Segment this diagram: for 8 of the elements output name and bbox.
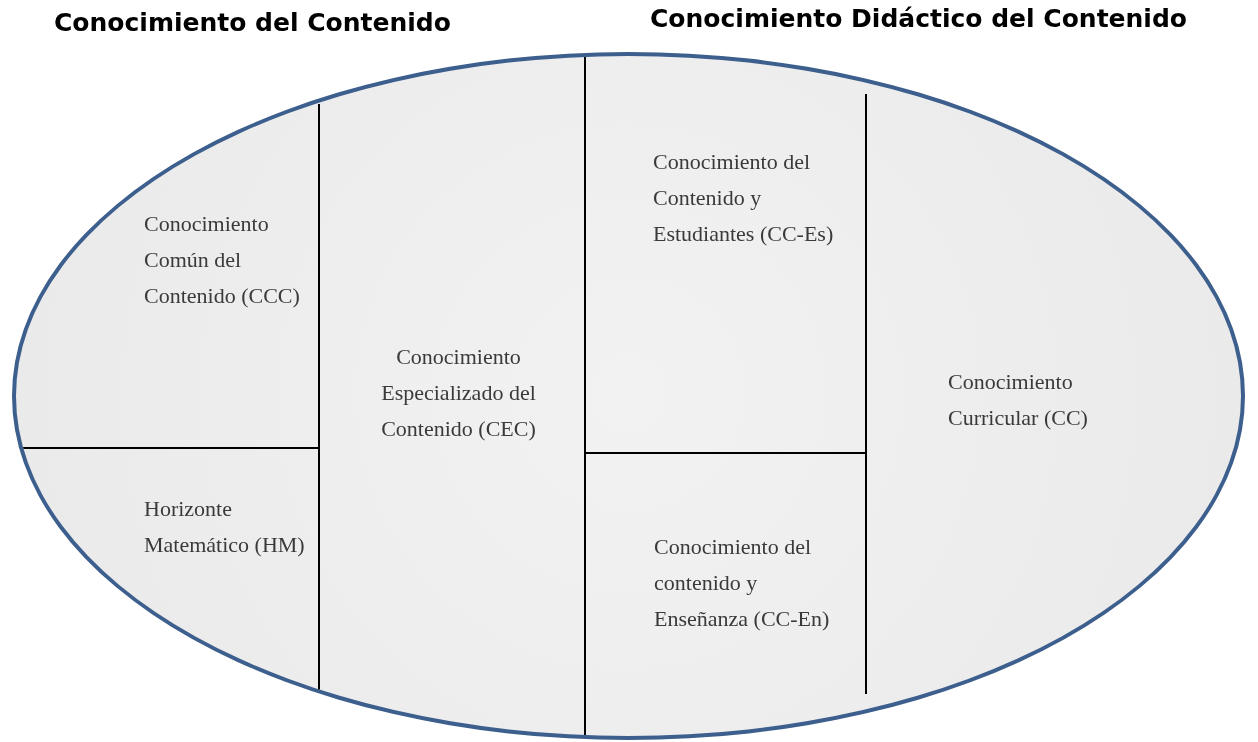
region-label: Conocimiento Especializado del Contenido (CEC): [346, 339, 571, 447]
region-label: Conocimiento Común del Contenido (CCC): [144, 206, 319, 314]
region-label: Conocimiento Curricular (CC): [948, 364, 1148, 436]
section-heading: Conocimiento Didáctico del Contenido: [650, 4, 1187, 33]
section-heading: Conocimiento del Contenido: [54, 8, 451, 37]
region-label: Conocimiento del contenido y Enseñanza (CC-En): [654, 529, 854, 637]
region-label: Conocimiento del Contenido y Estudiantes (CC-Es): [653, 144, 853, 252]
region-label: Horizonte Matemático (HM): [144, 491, 314, 563]
